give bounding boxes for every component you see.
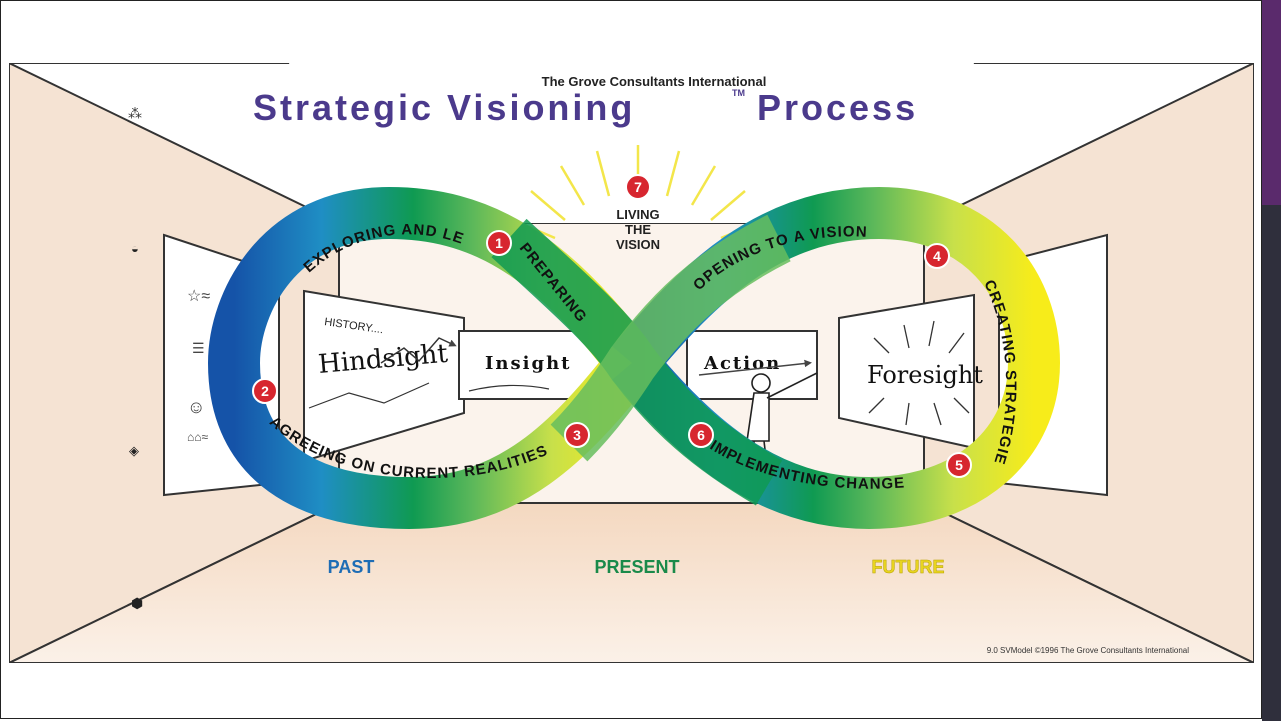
- svg-text:⌂⌂≈: ⌂⌂≈: [187, 430, 208, 444]
- timeline-past: PAST: [328, 557, 375, 577]
- svg-text:Strategic Visioning: Strategic Visioning: [253, 87, 635, 128]
- copyright-note: 9.0 SVModel ©1996 The Grove Consultants …: [987, 646, 1190, 655]
- step-badge-6: 6: [688, 422, 714, 448]
- org-name: The Grove Consultants International: [542, 74, 767, 89]
- svg-text:2: 2: [261, 383, 269, 399]
- step-badge-7: 7: [625, 174, 651, 200]
- svg-text:6: 6: [697, 427, 705, 443]
- cube-icon: ⬢: [131, 595, 144, 611]
- svg-text:5: 5: [955, 457, 963, 473]
- sunburst-icon: [514, 145, 762, 240]
- step-badge-5: 5: [946, 452, 972, 478]
- svg-text:LIVING: LIVING: [616, 207, 659, 222]
- svg-text:7: 7: [634, 179, 642, 195]
- foresight-label: Foresight: [867, 361, 983, 389]
- strategic-visioning-diagram: ☆≈ ☰ ☺ ⌂⌂≈ HISTORY.... Hindsight Insight…: [9, 63, 1254, 663]
- insight-label: Insight: [485, 353, 571, 374]
- svg-text:4: 4: [933, 248, 941, 264]
- step-badge-3: 3: [564, 422, 590, 448]
- sparkle-icon: ⁂: [128, 105, 142, 121]
- infinity-loop: [207, 186, 1061, 530]
- step-badge-1: 1: [486, 230, 512, 256]
- left-icon-column: ⁂ ◒ ◈ ⬢: [128, 105, 152, 615]
- timeline-future: FUTURE: [872, 557, 945, 577]
- step-badge-4: 4: [924, 243, 950, 269]
- action-panel: Action: [686, 330, 818, 459]
- svg-text:TM: TM: [732, 88, 745, 98]
- step-badge-2: 2: [252, 378, 278, 404]
- right-sidebar-accent: [1262, 0, 1281, 205]
- svg-text:☰: ☰: [192, 340, 205, 356]
- star-sketch-icon: ☆≈: [187, 288, 210, 305]
- svg-text:Process: Process: [757, 87, 918, 128]
- yin-yang-icon: ◒: [131, 241, 139, 256]
- svg-text:3: 3: [573, 427, 581, 443]
- svg-text:THE: THE: [625, 222, 651, 237]
- timeline-present: PRESENT: [594, 557, 679, 577]
- svg-text:1: 1: [495, 235, 503, 251]
- step-badges: 1 2 3 4 5 6 7: [252, 174, 972, 478]
- svg-text:☺: ☺: [187, 397, 205, 417]
- living-the-vision-label: LIVING THE VISION: [616, 207, 660, 252]
- diamond-icon: ◈: [129, 443, 139, 458]
- diagram-title: Strategic Visioning TM Process: [253, 87, 918, 128]
- svg-text:VISION: VISION: [616, 237, 660, 252]
